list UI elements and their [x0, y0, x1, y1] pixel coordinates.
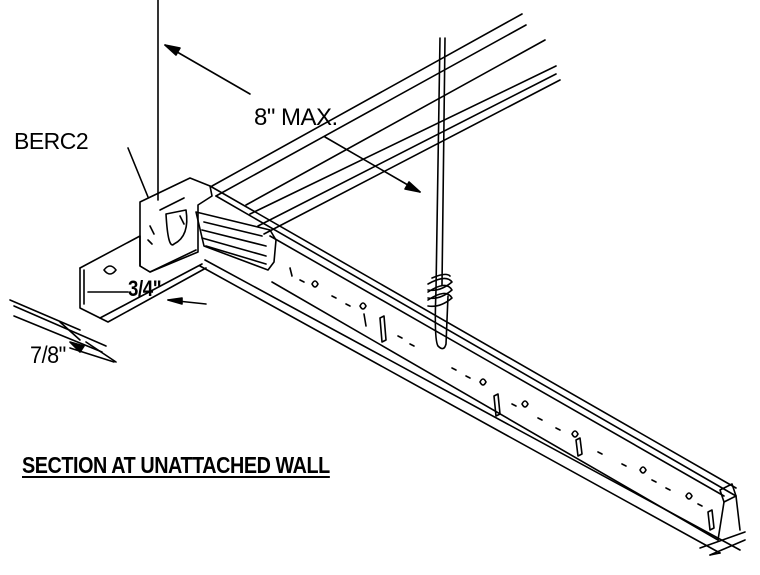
berc2-label: BERC2	[14, 128, 89, 154]
berc2-clip	[140, 178, 276, 272]
offset-dimension-label: 3/4"	[128, 276, 162, 301]
dimension-3-4	[88, 292, 206, 304]
main-tee-slots	[290, 268, 714, 530]
dimension-line-8-max	[165, 45, 420, 192]
dimension-7-8	[10, 300, 116, 362]
wall-angle-molding	[80, 236, 206, 322]
flange-dimension-label: 7/8"	[30, 342, 66, 369]
berc2-leader-line	[128, 148, 148, 197]
main-tee-body	[200, 186, 745, 555]
cross-tee-rails	[212, 14, 560, 234]
section-title: SECTION AT UNATTACHED WALL	[22, 452, 330, 478]
hanger-wire	[428, 38, 452, 349]
spacing-dimension-label: 8" MAX.	[254, 104, 338, 131]
